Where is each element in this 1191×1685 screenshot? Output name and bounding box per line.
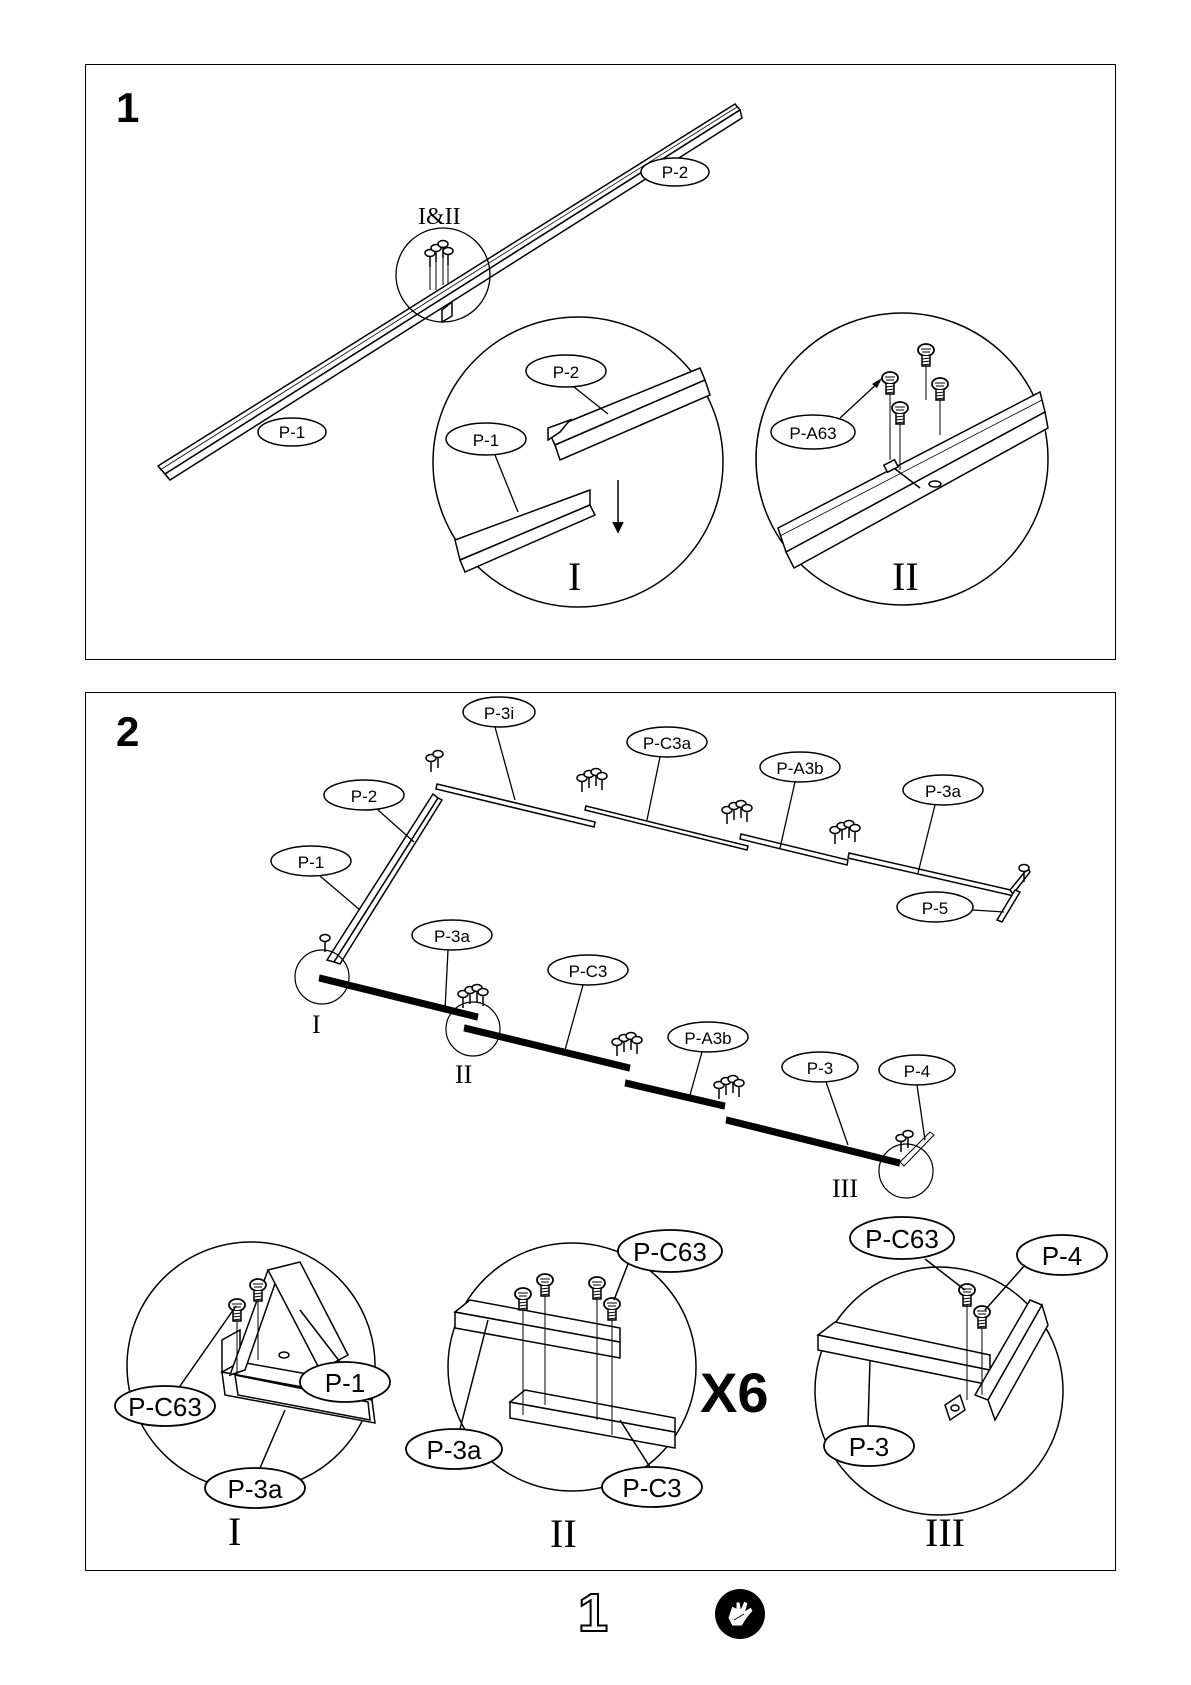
label-pc3-bottom: P-C3 <box>548 955 628 1050</box>
detail-ii-roman: II <box>892 554 919 599</box>
multiplier-x6: X6 <box>700 1361 769 1424</box>
svg-text:P-1: P-1 <box>325 1368 365 1398</box>
svg-text:P-2: P-2 <box>351 787 377 806</box>
svg-text:P-3a: P-3a <box>434 927 470 946</box>
svg-text:P-A3b: P-A3b <box>776 759 823 778</box>
step2-detail-iii-roman: III <box>925 1510 965 1555</box>
svg-text:P-C63: P-C63 <box>865 1224 939 1254</box>
label-p3a-bottom: P-3a <box>412 920 492 1010</box>
label-pa3b-top: P-A3b <box>760 752 840 848</box>
svg-text:P-3: P-3 <box>807 1059 833 1078</box>
label-p5: P-5 <box>897 892 1004 922</box>
label-p1: P-1 <box>258 418 326 446</box>
svg-text:P-C3: P-C3 <box>622 1473 681 1503</box>
label-p2-left: P-2 <box>324 780 414 842</box>
svg-text:P-3i: P-3i <box>484 704 514 723</box>
ref-ii-label: II <box>455 1060 472 1089</box>
svg-text:P-4: P-4 <box>904 1062 930 1081</box>
svg-text:P-2: P-2 <box>553 363 579 382</box>
svg-text:P-5: P-5 <box>922 899 948 918</box>
svg-text:P-C3a: P-C3a <box>643 734 692 753</box>
svg-text:P-A3b: P-A3b <box>684 1029 731 1048</box>
svg-text:P-4: P-4 <box>1042 1241 1082 1271</box>
label-p1-left: P-1 <box>271 846 360 910</box>
top-row-screws <box>426 751 1029 883</box>
label-p3i: P-3i <box>463 697 535 800</box>
svg-text:P-C63: P-C63 <box>128 1392 202 1422</box>
svg-text:P-A63: P-A63 <box>789 424 836 443</box>
svg-text:P-C63: P-C63 <box>633 1237 707 1267</box>
detail-i-roman: I <box>568 554 581 599</box>
svg-text:P-3: P-3 <box>849 1432 889 1462</box>
svg-text:P-1: P-1 <box>279 423 305 442</box>
svg-text:P-1: P-1 <box>473 431 499 450</box>
step2-detail-ii-roman: II <box>550 1511 577 1556</box>
ref-circle-iii <box>879 1144 933 1198</box>
screws-group <box>425 241 453 291</box>
label-p3-bottom: P-3 <box>782 1052 858 1145</box>
svg-text:P-C3: P-C3 <box>569 962 608 981</box>
page-number: 1 <box>578 1582 608 1644</box>
svg-text:P-3a: P-3a <box>427 1435 482 1465</box>
svg-text:P-3a: P-3a <box>925 782 961 801</box>
label-p3a-top: P-3a <box>903 775 983 873</box>
svg-text:P-2: P-2 <box>662 163 688 182</box>
detail-ref-label: I&II <box>418 204 461 230</box>
svg-text:P-1: P-1 <box>298 853 324 872</box>
label-p4-bottom: P-4 <box>879 1055 955 1140</box>
glove-icon <box>714 1588 766 1640</box>
ref-iii-label: III <box>832 1174 858 1203</box>
step2-detail-i-roman: I <box>228 1509 241 1554</box>
label-p2: P-2 <box>641 158 709 186</box>
step2-detail-iii-circle <box>815 1267 1063 1515</box>
label-pc3a: P-C3a <box>627 727 707 820</box>
svg-text:P-3a: P-3a <box>228 1474 283 1504</box>
ref-i-label: I <box>312 1010 321 1039</box>
